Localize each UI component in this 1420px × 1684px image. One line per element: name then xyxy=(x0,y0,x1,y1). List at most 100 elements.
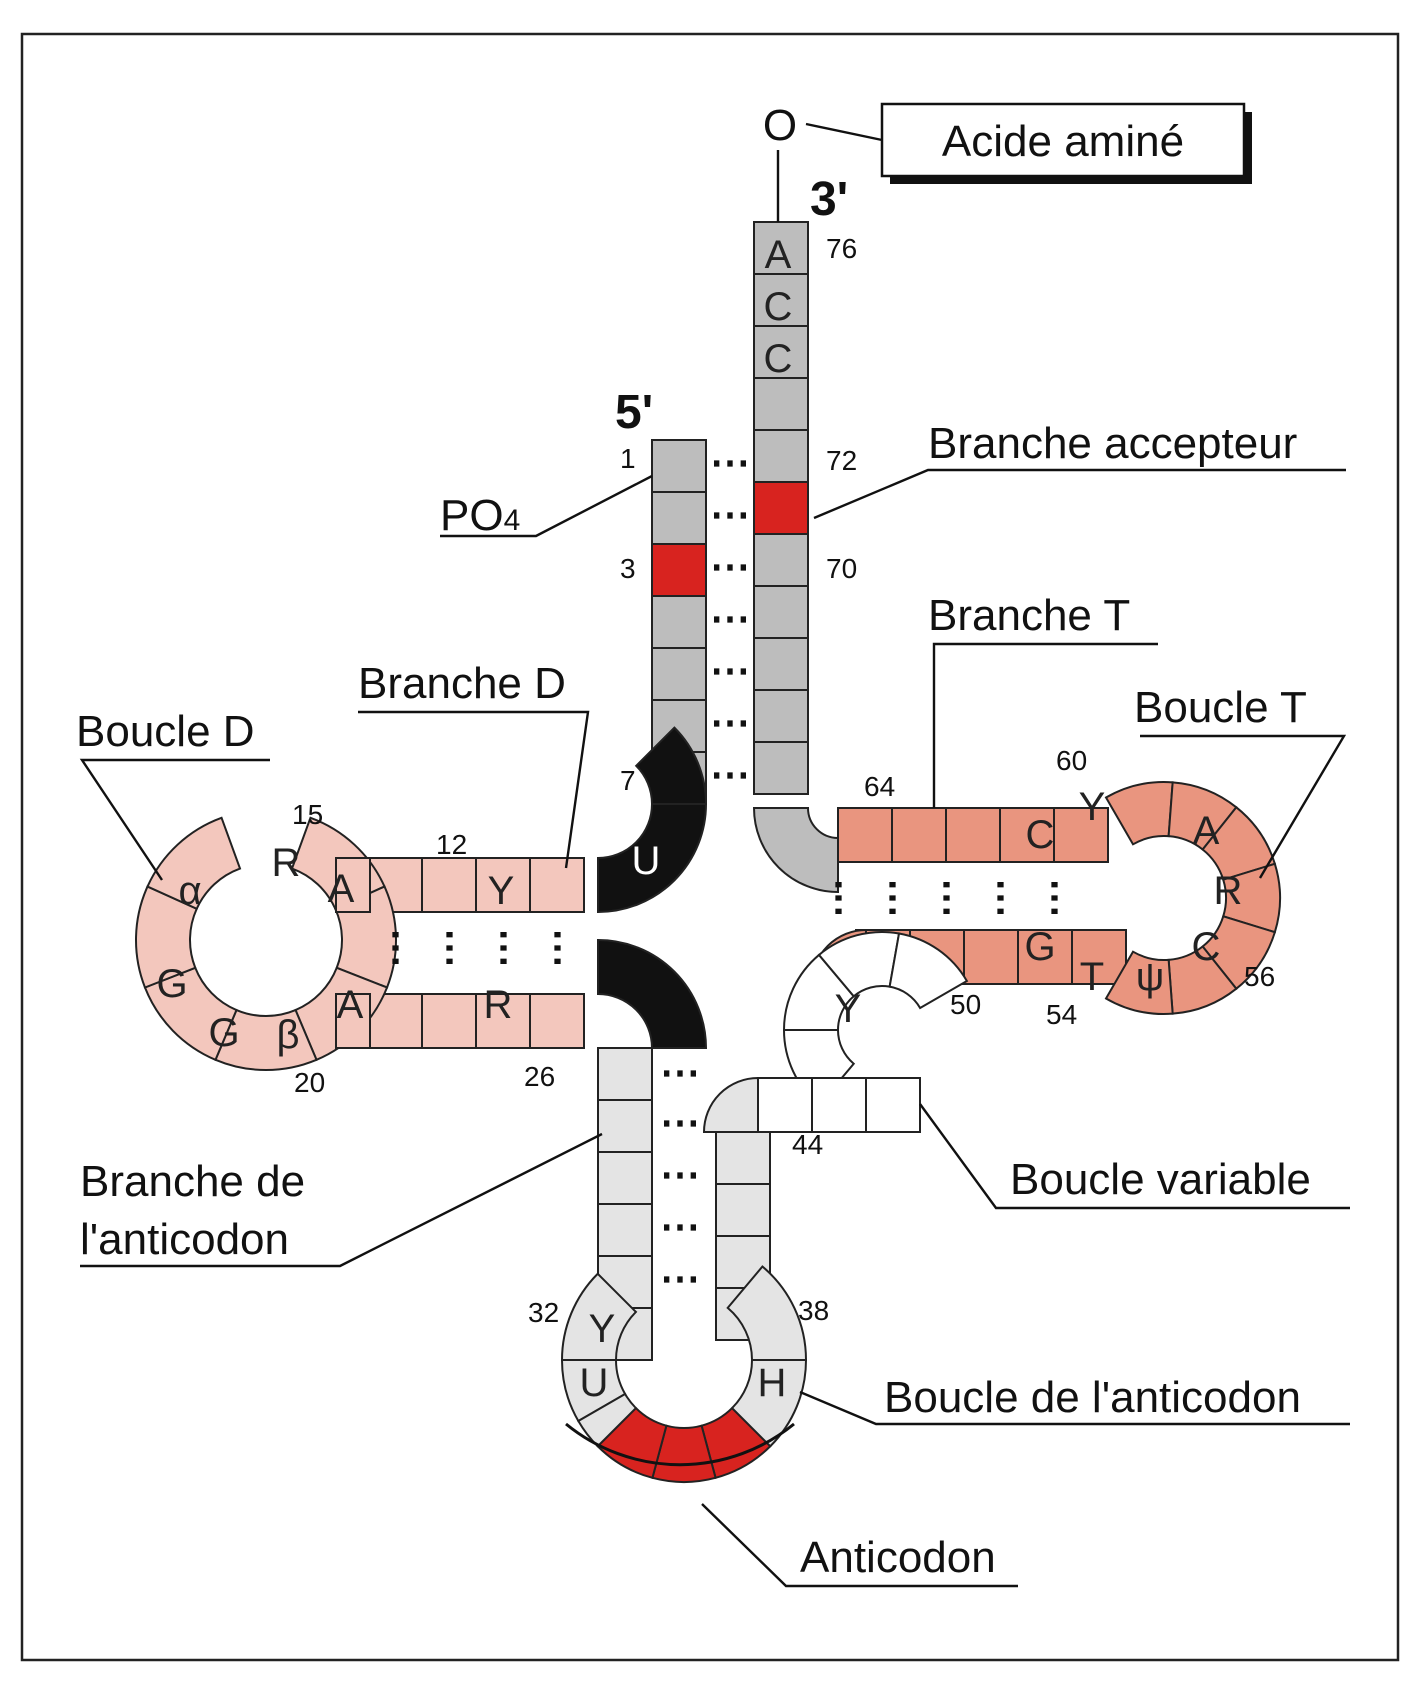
anticodon-3prime-cell-1 xyxy=(715,1183,771,1237)
t-top-cell-2 xyxy=(945,807,1001,863)
branche-anticodon-label-1: Branche de xyxy=(80,1157,305,1206)
acceptor-5prime-cell-4 xyxy=(651,647,707,701)
pos-56: 56 xyxy=(1244,961,1275,992)
nuc-C-75: C xyxy=(764,285,793,329)
anticodon-loop-left-low-0 xyxy=(576,1392,638,1448)
acceptor-pair-dots-3: ⋯ xyxy=(710,597,750,641)
nuc-G-18: G xyxy=(156,962,187,1006)
anticodon-3prime-corner xyxy=(702,1076,759,1133)
d-bottom-cell-3 xyxy=(529,993,585,1049)
acceptor-3prime-cell-10 xyxy=(753,741,809,795)
pos-76: 76 xyxy=(826,233,857,264)
d-pair-dots-0: ⋯ xyxy=(374,928,418,968)
nuc-C-57: C xyxy=(1192,925,1221,969)
variable-link-cell-2 xyxy=(865,1077,921,1133)
nuc-G-53: G xyxy=(1024,925,1055,969)
branche-anticodon-label-2: l'anticodon xyxy=(80,1215,289,1264)
branche-t-label: Branche T xyxy=(928,591,1130,640)
nuc-A-59: A xyxy=(1193,809,1220,853)
nuc-C-61: C xyxy=(1026,813,1055,857)
nuc-Y-11: Y xyxy=(488,869,515,913)
nuc-R-15: R xyxy=(272,841,301,885)
nuc-A-76: A xyxy=(765,233,792,277)
anticodon-loop-left-top-0 xyxy=(560,1272,638,1361)
t-pair-dots-0: ⋯ xyxy=(817,878,861,918)
pos-72: 72 xyxy=(826,445,857,476)
anticodon-5prime-cell-1 xyxy=(597,1099,653,1153)
pos-1: 1 xyxy=(620,443,636,474)
anticodon-arm xyxy=(560,1047,808,1483)
po4-label: PO4 xyxy=(440,491,520,540)
pos-70: 70 xyxy=(826,553,857,584)
d-bottom-cell-2 xyxy=(475,993,531,1049)
acceptor-pair-dots-1: ⋯ xyxy=(710,493,750,537)
acceptor-3prime-cell-7 xyxy=(753,585,809,639)
nuc-alpha: α xyxy=(178,869,201,913)
pos-15: 15 xyxy=(292,799,323,830)
d-arm xyxy=(135,726,708,1071)
nucleotide-letters: A C C U A Y R α G G β A R C Y A R C ψ T … xyxy=(156,233,1242,1405)
anticodon-loop-left-0 xyxy=(560,1359,627,1423)
nuc-psi-55: ψ xyxy=(1136,955,1165,999)
anticodon-pair-dots-0: ⋯ xyxy=(660,1051,700,1095)
d-bottom-cell-1 xyxy=(421,993,477,1049)
anticodon-loop-right-top-0 xyxy=(726,1265,808,1361)
five-prime-end: 5' xyxy=(615,386,653,439)
d-pair-dots-2: ⋯ xyxy=(482,928,526,968)
annotation-labels: PO4 Branche accepteur Branche T Boucle T… xyxy=(76,419,1350,1588)
t-top-cell-0 xyxy=(837,807,893,863)
nuc-Y-60: Y xyxy=(1079,785,1106,829)
nuc-T-54: T xyxy=(1080,955,1104,999)
d-top-cell-1 xyxy=(421,857,477,913)
branche-d-leader xyxy=(358,710,590,869)
t-pair-dots-4: ⋯ xyxy=(1033,878,1077,918)
position-numbers: 76 72 70 1 3 7 12 15 20 26 32 38 44 50 5… xyxy=(292,233,1275,1328)
nuc-U-8: U xyxy=(632,839,661,883)
t-top-cell-1 xyxy=(891,807,947,863)
pos-20: 20 xyxy=(294,1067,325,1098)
pos-50: 50 xyxy=(950,989,981,1020)
nuc-R-24: R xyxy=(484,983,513,1027)
acceptor-3prime-cell-8 xyxy=(753,637,809,691)
branche-t-leader xyxy=(932,642,1158,808)
oxygen-atom: O xyxy=(763,101,797,150)
pos-54: 54 xyxy=(1046,999,1077,1030)
po4-leader xyxy=(440,474,653,538)
anticodon-3prime-cell-0 xyxy=(715,1131,771,1185)
pos-38: 38 xyxy=(798,1295,829,1326)
branche-d-label: Branche D xyxy=(358,659,566,708)
nuc-H-37: H xyxy=(758,1361,787,1405)
d-junction-bottom xyxy=(597,938,708,1049)
boucle-d-label: Boucle D xyxy=(76,707,255,756)
d-pair-dots-3: ⋯ xyxy=(536,928,580,968)
nuc-U-33: U xyxy=(580,1361,609,1405)
t-pair-dots-3: ⋯ xyxy=(979,878,1023,918)
t-pair-dots-2: ⋯ xyxy=(925,878,969,918)
acceptor-3prime-cell-2 xyxy=(753,325,809,379)
boucle-t-label: Boucle T xyxy=(1134,683,1307,732)
pos-64: 64 xyxy=(864,771,895,802)
variable-loop xyxy=(757,931,969,1133)
nuc-A-14: A xyxy=(328,867,355,911)
boucle-d-leader xyxy=(79,758,270,881)
three-prime-end: 3' xyxy=(810,173,848,226)
boucle-variable-leader xyxy=(919,1103,1350,1210)
anticodon-loop-right-0 xyxy=(730,1359,808,1448)
nuc-C-74: C xyxy=(764,337,793,381)
amino-acid-box xyxy=(880,102,1246,178)
acceptor-pair-dots-5: ⋯ xyxy=(710,701,750,745)
d-bottom-bridge xyxy=(335,993,371,1049)
t-bottom-cell-2 xyxy=(963,929,1019,985)
acceptor-5prime-cell-0 xyxy=(651,439,707,493)
branche-anticodon-leader xyxy=(80,1132,603,1268)
acceptor-3prime-cell-6 xyxy=(753,533,809,587)
acceptor-t-corner xyxy=(752,807,839,894)
anticodon-bracket xyxy=(565,1422,795,1467)
d-top-bridge xyxy=(335,857,371,913)
acceptor-5prime-cell-3 xyxy=(651,595,707,649)
t-bottom-cell-3 xyxy=(1017,929,1073,985)
variable-link-cell-1 xyxy=(811,1077,867,1133)
nuc-R-58: R xyxy=(1214,869,1243,913)
diagram-frame xyxy=(20,32,1400,1662)
amino-acid-label: Acide aminé xyxy=(942,117,1184,166)
